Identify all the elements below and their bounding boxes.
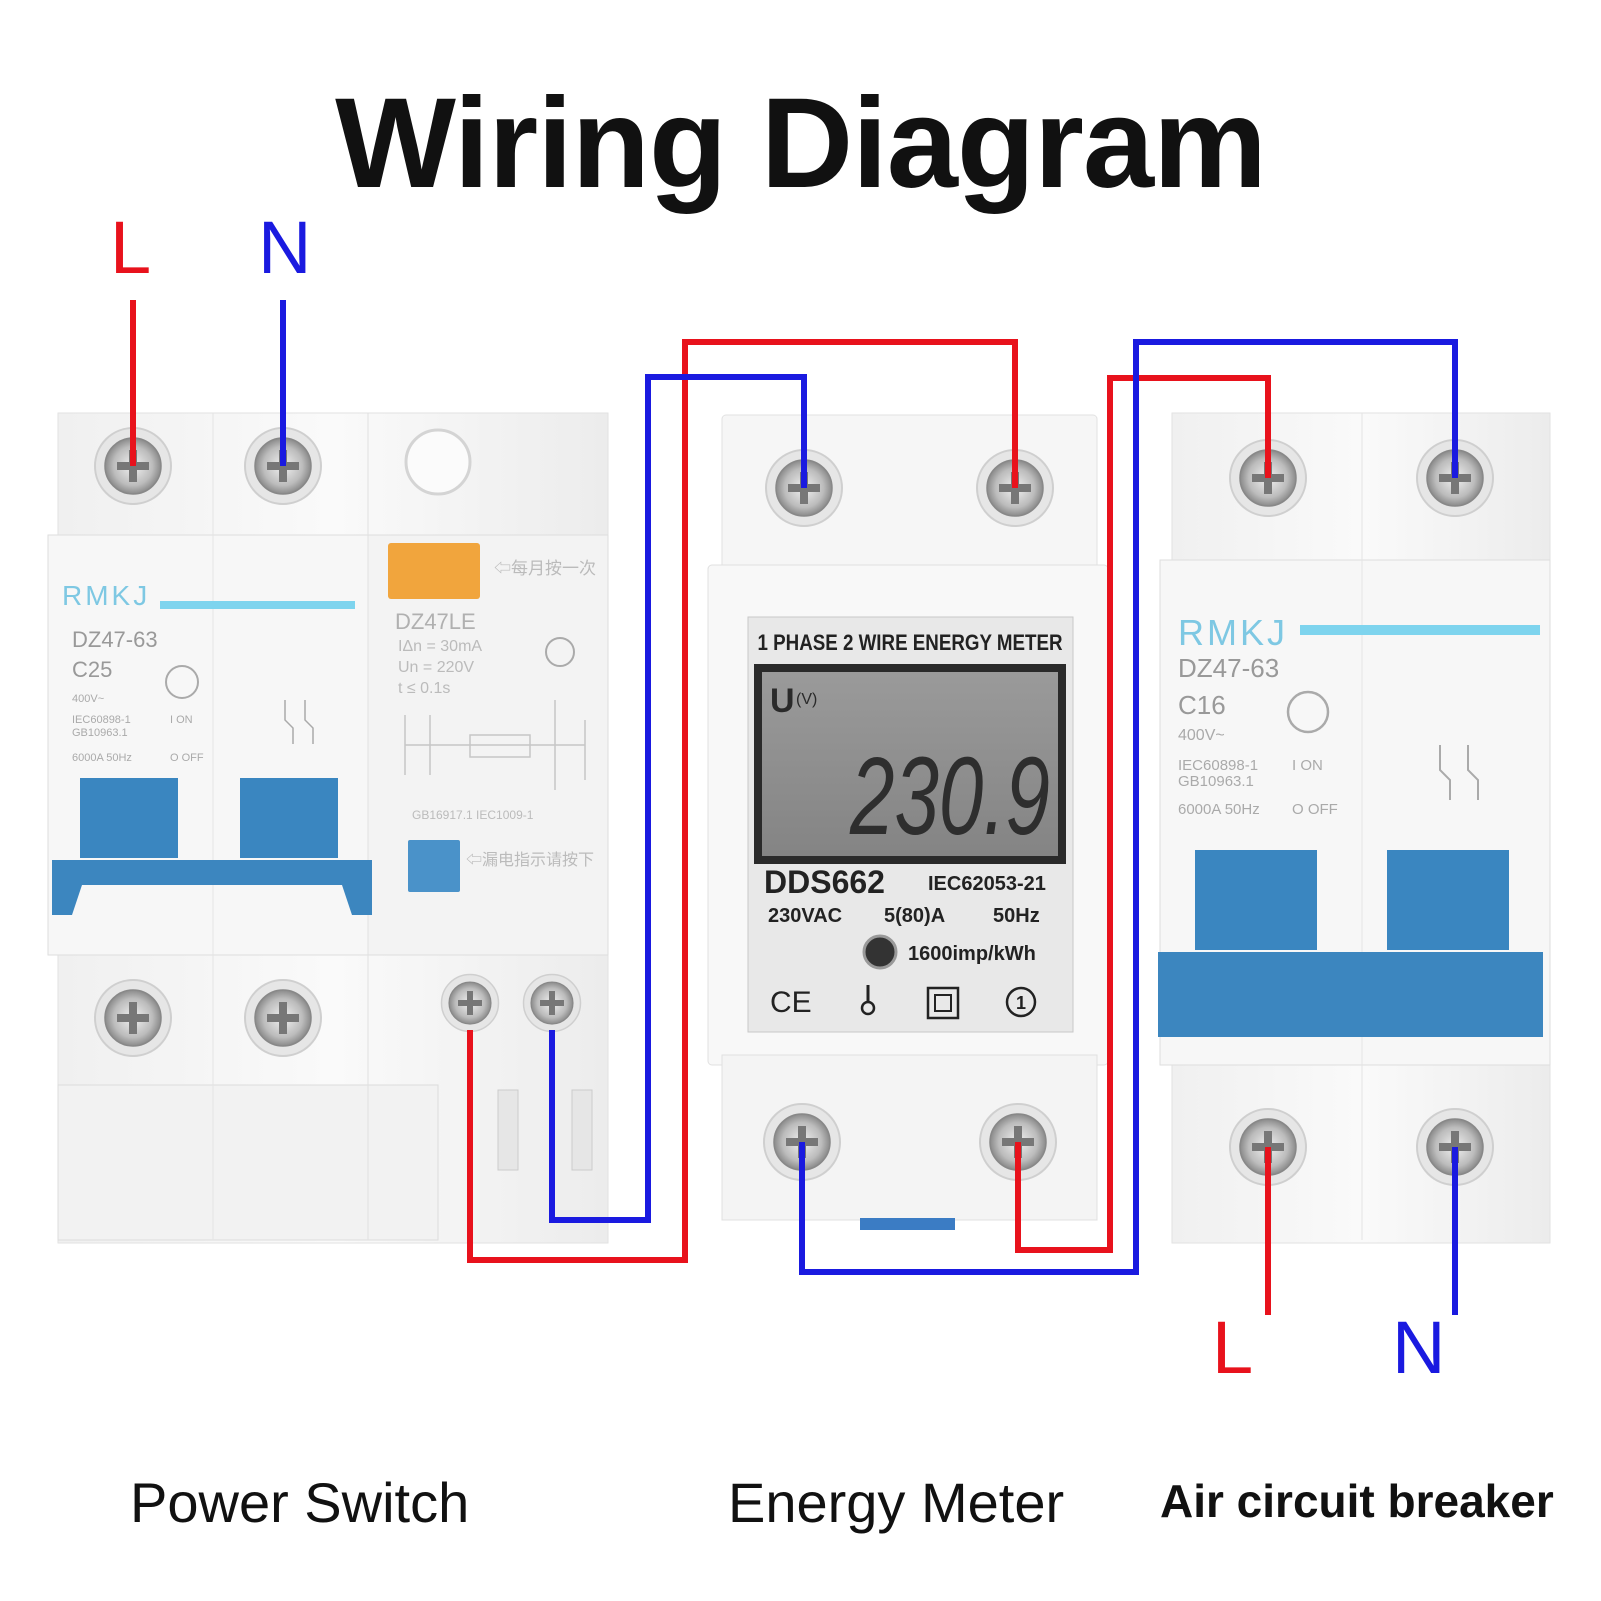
breaker-model: DZ47-63 (1178, 653, 1279, 683)
breaker-std1: IEC60898-1 (1178, 757, 1258, 774)
pole-symbol-icon (1439, 745, 1479, 800)
terminal-screw-icon (94, 979, 172, 1057)
ce-mark-icon: CE (770, 986, 812, 1019)
load-line-label: L (1212, 1306, 1254, 1389)
breaker-on: I ON (1292, 757, 1323, 774)
breaker-rating: C16 (1178, 690, 1226, 720)
rcd-note-bottom: ⇦漏电指示请按下 (466, 851, 594, 869)
terminal-screw-icon (244, 979, 322, 1057)
air-circuit-breaker: RMKJ DZ47-63 C16 400V~ IEC60898-1 GB1096… (1158, 412, 1551, 1244)
line-wires (130, 300, 1271, 1315)
rcd-t: t ≤ 0.1s (398, 680, 450, 697)
handle-bar-icon (52, 860, 372, 915)
ccc-mark-icon (165, 665, 199, 699)
double-insulation-icon (926, 986, 960, 1020)
class-mark-icon (1005, 986, 1037, 1018)
handle-icon (1387, 850, 1509, 950)
pole-symbol-icon (284, 700, 314, 744)
power-switch-brand: RMKJ (62, 580, 150, 611)
meter-frequency: 50Hz (993, 905, 1040, 927)
breaker-breaking: 6000A 50Hz (1178, 801, 1260, 818)
meter-voltage: 230VAC (768, 905, 842, 927)
rcd-un: Un = 220V (398, 659, 474, 676)
lcd-unit: U (770, 682, 795, 720)
rcd-indicator-icon (408, 840, 460, 892)
test-button-icon (388, 543, 480, 599)
handle-icon (240, 778, 338, 858)
handle-icon (80, 778, 178, 858)
ccc-mark-icon (1286, 690, 1330, 734)
power-switch-on: I ON (170, 714, 193, 726)
power-switch-model: DZ47-63 (72, 627, 158, 652)
pulse-led-icon (862, 934, 898, 970)
rcd-note-top: ⇦每月按一次 (494, 559, 596, 578)
breaker-voltage: 400V~ (1178, 727, 1225, 744)
power-switch-std2: GB10963.1 (72, 727, 128, 739)
air-breaker-caption: Air circuit breaker (1160, 1475, 1554, 1527)
meter-standard: IEC62053-21 (928, 873, 1046, 895)
meter-model: DDS662 (764, 864, 885, 900)
handle-bar-icon (1158, 952, 1543, 1037)
neutral-wires (280, 300, 1458, 1315)
ccc-mark-icon (545, 637, 575, 667)
page-title: Wiring Diagram (335, 72, 1267, 215)
power-switch-breaking: 6000A 50Hz (72, 752, 132, 764)
terminal-screw-icon (440, 973, 500, 1033)
energy-meter-caption: Energy Meter (728, 1471, 1065, 1534)
supply-line-label: L (110, 206, 152, 289)
switch-to-meter-neutral-wire (549, 374, 807, 1223)
energy-meter: 1 PHASE 2 WIRE ENERGY METER U (V) 230.9 … (707, 414, 1109, 1230)
power-switch-std1: IEC60898-1 (72, 714, 131, 726)
meter-header: 1 PHASE 2 WIRE ENERGY METER (758, 630, 1063, 655)
power-switch: RMKJ DZ47-63 C25 400V~ IEC60898-1 GB1096… (47, 412, 609, 1244)
rcd-circuit-icon (404, 700, 586, 790)
handle-icon (1195, 850, 1317, 950)
rcd-idn: IΔn = 30mA (398, 638, 482, 655)
meter-constant: 1600imp/kWh (908, 943, 1036, 965)
rcd-model: DZ47LE (395, 609, 476, 634)
switch-to-meter-line-wire (467, 339, 1018, 1263)
meter-to-breaker-line-wire (1015, 375, 1271, 1253)
rcd-std: GB16917.1 IEC1009-1 (412, 808, 534, 822)
lcd-unit-sub: (V) (796, 691, 817, 708)
power-switch-caption: Power Switch (130, 1471, 470, 1534)
breaker-off: O OFF (1292, 801, 1338, 818)
supply-neutral-label: N (258, 206, 312, 289)
meter-class: 1 (1016, 993, 1026, 1013)
power-switch-rating: C25 (72, 657, 112, 682)
lcd-value: 230.9 (849, 735, 1050, 858)
meter-to-breaker-neutral-wire (799, 339, 1458, 1275)
breaker-std2: GB10963.1 (1178, 773, 1254, 790)
meter-current: 5(80)A (884, 905, 945, 927)
power-switch-voltage: 400V~ (72, 693, 104, 705)
breaker-brand: RMKJ (1178, 612, 1288, 653)
terminal-screw-icon (522, 973, 582, 1033)
load-neutral-label: N (1392, 1306, 1446, 1389)
power-switch-off: O OFF (170, 752, 204, 764)
